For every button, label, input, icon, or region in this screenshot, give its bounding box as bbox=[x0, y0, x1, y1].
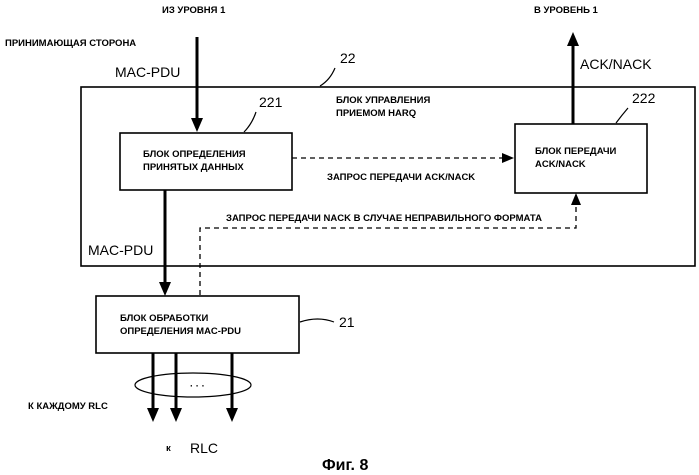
tx-block-ref: 222 bbox=[632, 90, 656, 106]
det-block-label-line2: ПРИНЯТЫХ ДАННЫХ bbox=[143, 162, 244, 173]
mac-pdu-input-label: MAC-PDU bbox=[115, 64, 180, 80]
det-block-label-line1: БЛОК ОПРЕДЕЛЕНИЯ bbox=[143, 149, 246, 160]
from-level1-label: ИЗ УРОВНЯ 1 bbox=[162, 5, 226, 16]
tx-block-label-line1: БЛОК ПЕРЕДАЧИ bbox=[535, 146, 617, 157]
mac-pdu-mid-arrowhead bbox=[159, 282, 171, 296]
rlc-output-dots: · · · bbox=[190, 381, 205, 392]
tx-block-label-line2: ACK/NACK bbox=[535, 159, 586, 170]
proc-block-ref: 21 bbox=[339, 314, 355, 330]
rlc-output-arrowhead-2 bbox=[170, 408, 182, 422]
to-each-rlc-label: К КАЖДОМУ RLC bbox=[28, 401, 108, 412]
ack-nack-request-label: ЗАПРОС ПЕРЕДАЧИ ACK/NACK bbox=[327, 172, 475, 183]
harq-block-leader bbox=[320, 68, 335, 86]
proc-block-label-line2: ОПРЕДЕЛЕНИЯ MAC-PDU bbox=[120, 326, 241, 337]
nack-format-request-label: ЗАПРОС ПЕРЕДАЧИ NACK В СЛУЧАЕ НЕПРАВИЛЬН… bbox=[226, 213, 542, 224]
rlc-output-arrowhead-1 bbox=[147, 408, 159, 422]
ack-nack-output-label: ACK/NACK bbox=[580, 56, 652, 72]
rlc-label: RLC bbox=[190, 440, 218, 456]
figure-caption: Фиг. 8 bbox=[322, 457, 368, 474]
det-block-ref: 221 bbox=[259, 94, 283, 110]
harq-block-label-line2: ПРИЕМОМ HARQ bbox=[336, 108, 416, 119]
mac-pdu-mid-label: MAC-PDU bbox=[88, 242, 153, 258]
k-label: к bbox=[166, 443, 171, 454]
proc-block-label-line1: БЛОК ОБРАБОТКИ bbox=[120, 313, 208, 324]
to-level1-label: В УРОВЕНЬ 1 bbox=[534, 5, 599, 16]
ack-nack-output-arrowhead bbox=[567, 32, 579, 46]
receiving-side-label: ПРИНИМАЮЩАЯ СТОРОНА bbox=[5, 38, 136, 49]
harq-block-label-line1: БЛОК УПРАВЛЕНИЯ bbox=[336, 95, 430, 106]
rlc-output-arrowhead-3 bbox=[226, 408, 238, 422]
proc-block-leader bbox=[300, 319, 334, 322]
mac-pdu-processing-block bbox=[96, 296, 299, 353]
harq-block-ref: 22 bbox=[340, 50, 356, 66]
